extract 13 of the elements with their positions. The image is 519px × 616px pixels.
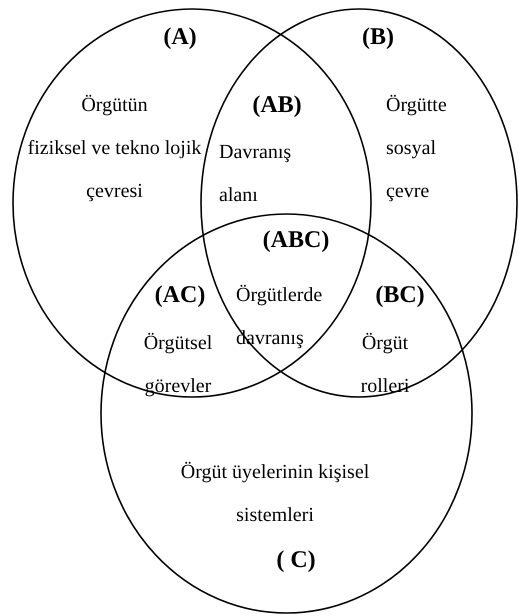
region-label: Örgüt rolleri bbox=[360, 331, 410, 399]
region-label: Örgütsel görevler bbox=[142, 331, 214, 399]
region-letter: (BC) bbox=[374, 281, 426, 310]
region-letter: (A) bbox=[162, 23, 198, 52]
region-letter: (AC) bbox=[154, 281, 206, 310]
region-label: Örgütün fiziksel ve tekno lojik çevresi bbox=[26, 93, 202, 204]
region-letter: (AB) bbox=[251, 91, 303, 120]
region-letter: (B) bbox=[361, 23, 395, 52]
region-letter: (ABC) bbox=[262, 226, 330, 255]
region-letter: ( C) bbox=[275, 546, 317, 575]
region-label: Örgütte sosyal çevre bbox=[386, 93, 448, 204]
region-label: Davranış alanı bbox=[219, 140, 292, 208]
region-label: Örgüt üyelerinin kişisel sistemleri bbox=[180, 460, 370, 528]
